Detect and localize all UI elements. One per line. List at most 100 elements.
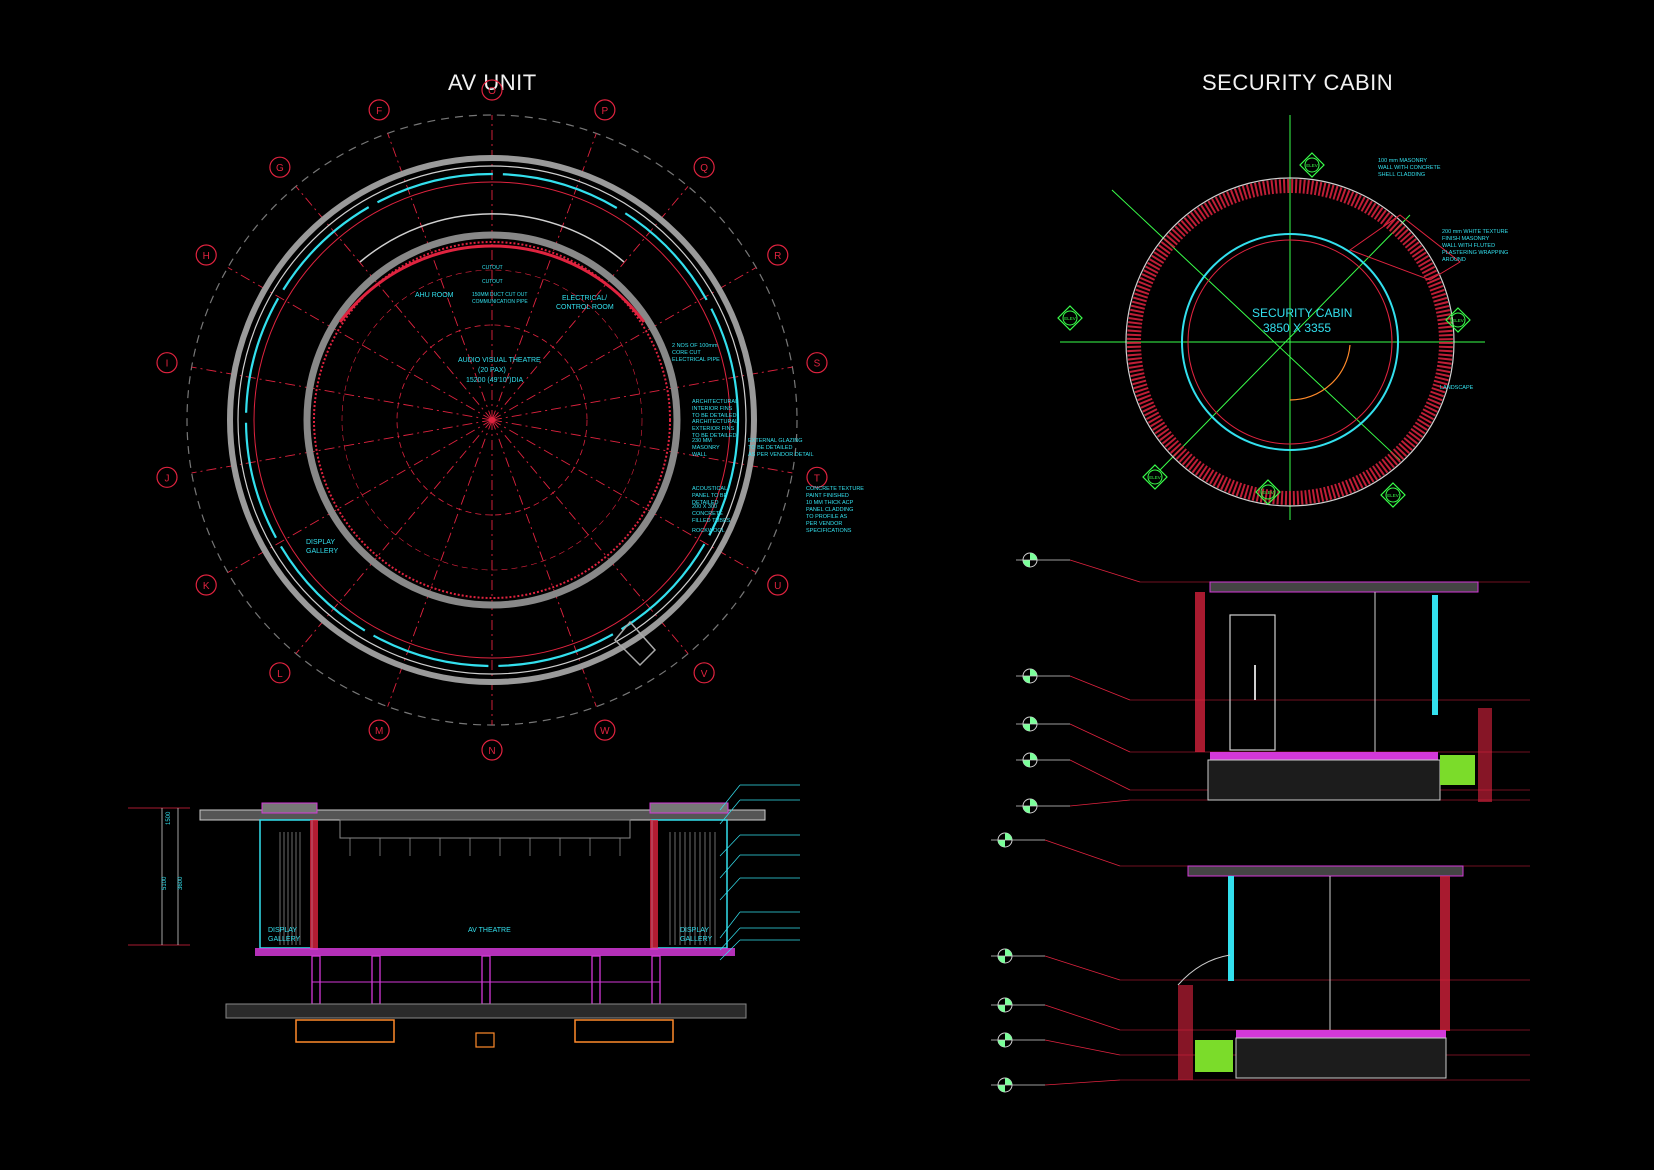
plan-note-line: 200 X 300	[692, 504, 717, 510]
cutout-label-1: CUTOUT	[482, 265, 503, 271]
section-piers	[311, 955, 661, 1005]
cutout-label-2: CUTOUT	[482, 279, 503, 285]
plan-note-line: ARCHITECTURAL	[692, 399, 738, 405]
grid-bubble-label: O	[488, 86, 496, 97]
section1-wall-left	[1195, 592, 1205, 752]
cabin-inner-wall	[1187, 239, 1393, 445]
plan-note-line: ELECTRICAL PIPE	[672, 357, 720, 363]
plan-note-line: PAINT FINISHED	[806, 493, 849, 499]
room-label-electrical-1: ELECTRICAL/	[562, 295, 607, 302]
cabin-note-line: PLASTERING WRAPPING	[1442, 250, 1508, 256]
grid-bubble-label: I	[166, 359, 169, 370]
grid-bubble-label: F	[376, 106, 382, 117]
elevation-mark: ELEV	[1057, 305, 1083, 331]
theatre-wall-ring	[303, 231, 681, 609]
level-marker	[991, 832, 1530, 867]
plan-note-line: ARCHITECTURAL	[692, 419, 738, 425]
grid-bubble: N	[481, 739, 503, 761]
pier	[651, 955, 661, 1005]
av-unit-section: 1500 3600 5100 DISPLAY GALLERY AV THEATR…	[128, 784, 800, 1048]
elevation-mark: ELEV	[1380, 482, 1406, 508]
grid-bubble: R	[767, 244, 789, 266]
plan-note-line: AS PER VENDOR DETAIL	[748, 452, 814, 458]
entrance-door	[613, 620, 657, 667]
ceiling-zone	[339, 819, 631, 839]
center-point	[489, 417, 495, 423]
grid-bubble-label: W	[600, 726, 610, 737]
plan-note-line: WALL	[692, 452, 707, 458]
section1-planter	[1440, 755, 1475, 785]
section2-planter-wall	[1178, 985, 1193, 1080]
cabin-note-line: AROUND	[1442, 257, 1466, 263]
grid-bubble: K	[195, 574, 217, 596]
section-gallery-right-1: DISPLAY	[680, 927, 709, 934]
cabin-note-line: FINISH MASONRY	[1442, 236, 1490, 242]
dim-3600: 3600	[178, 876, 184, 890]
grid-bubble: H	[195, 244, 217, 266]
elevation-mark-label: ELEV	[1064, 316, 1076, 321]
level-marker	[991, 948, 1530, 981]
cutout-label-3: 150MM DUCT CUT OUT	[472, 292, 527, 298]
grid-bubble-label: H	[203, 251, 210, 262]
cabin-note-line: 100 mm MASONRY	[1378, 158, 1427, 164]
roof-beam-right	[649, 802, 729, 814]
gallery-label-2: GALLERY	[306, 548, 338, 555]
footing-center	[475, 1032, 495, 1048]
plan-note-line: EXTERIOR FINS	[692, 426, 735, 432]
plant-room-outer-arc	[359, 213, 625, 263]
plant-room-arc	[338, 244, 646, 323]
door-swing	[1289, 344, 1351, 401]
section-gallery-right-2: GALLERY	[680, 936, 712, 943]
plan-note-line: ACOUSTICAL	[692, 486, 727, 492]
section2-foundation	[1235, 1037, 1447, 1079]
plan-note-line: TO BE DETAILED	[692, 413, 736, 419]
level-marker	[1016, 798, 1530, 814]
grid-bubble: V	[693, 662, 715, 684]
plan-note-line: DETAILED	[692, 500, 719, 506]
theatre-label-2: (20 PAX)	[478, 367, 506, 374]
wall-right	[650, 820, 658, 950]
elevation-mark: ELEV	[1142, 464, 1168, 490]
section-theatre-label: AV THEATRE	[468, 927, 511, 934]
section1-planter-wall	[1478, 708, 1492, 802]
outer-wall-ring	[227, 155, 757, 685]
theatre-label-1: AUDIO VISUAL THEATRE	[458, 357, 541, 364]
cabin-note-line: WALL WITH CONCRETE	[1378, 165, 1441, 171]
grid-bubble: F	[368, 99, 390, 121]
section2-planter-curve	[1177, 954, 1231, 986]
grid-bubble-label: G	[276, 163, 284, 174]
elevation-mark: ELEV	[1445, 307, 1471, 333]
dim-1500: 1500	[166, 811, 172, 825]
grid-bubble: W	[594, 719, 616, 741]
grid-bubble-label: U	[774, 581, 781, 592]
section-gallery-left-1: DISPLAY	[268, 927, 297, 934]
pier	[481, 955, 491, 1005]
footing-right	[574, 1019, 674, 1043]
roof-beam-left	[261, 802, 318, 814]
security-cabin-sections	[991, 552, 1530, 1093]
center-circle-2	[341, 269, 643, 571]
grid-bubble: O	[481, 79, 503, 101]
cabin-note-line: LANDSCAPE	[1440, 385, 1474, 391]
grid-bubble: M	[368, 719, 390, 741]
section-fins	[279, 832, 716, 945]
theatre-label-3: 15200 (49'10")DIA	[466, 377, 523, 384]
grid-bubble-label: R	[774, 251, 781, 262]
ground-hatch	[225, 1003, 747, 1019]
plan-note-line: 10 MM THICK ACP	[806, 500, 854, 506]
plan-note-line: CORE CUT	[672, 350, 701, 356]
leader	[719, 911, 741, 939]
level-marker	[1016, 716, 1530, 753]
level-marker	[1016, 668, 1530, 701]
grid-bubble: L	[269, 662, 291, 684]
plan-note-line: TO BE DETAILED	[748, 445, 792, 451]
cabin-outer-edge	[1125, 177, 1455, 507]
section2-roof	[1187, 865, 1464, 877]
grid-bubble: T	[806, 466, 828, 488]
grid-bubble: Q	[693, 156, 715, 178]
footing-left	[295, 1019, 395, 1043]
